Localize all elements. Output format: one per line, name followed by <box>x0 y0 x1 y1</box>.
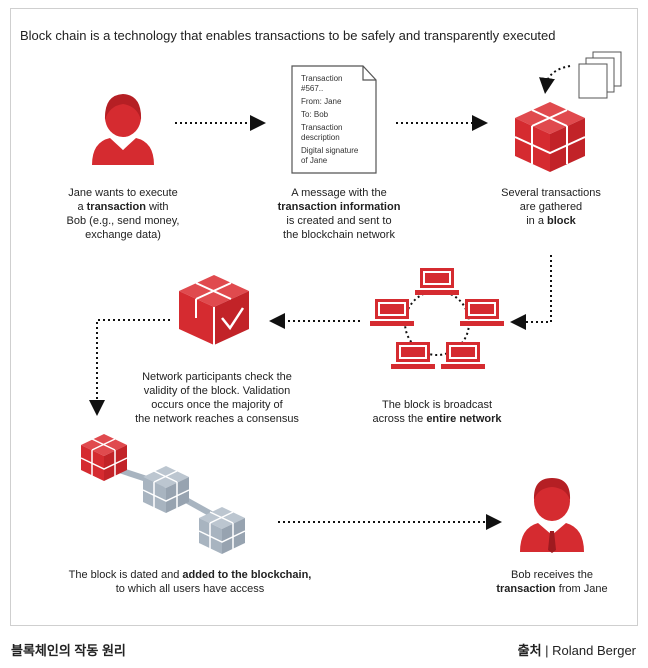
diagram-title: Block chain is a technology that enables… <box>20 28 556 43</box>
step6-caption: The block is dated and added to the bloc… <box>68 569 312 595</box>
step4-caption: The block is broadcast across the entire… <box>372 399 502 425</box>
arrow-validation-to-chain <box>89 319 170 416</box>
footer-source: 출처 | Roland Berger <box>517 643 636 658</box>
doc-line1: Transaction <box>301 74 343 83</box>
footer-caption: 블록체인의 작동 원리 <box>11 643 126 658</box>
block-cube-icon <box>514 102 586 172</box>
step3-caption: Several transactions are gathered in a b… <box>501 187 601 227</box>
papers-stack-icon <box>578 51 622 99</box>
step7-caption: Bob receives the transaction from Jane <box>496 569 608 595</box>
step2-caption: A message with the transaction informati… <box>277 187 401 241</box>
blockchain-chain-icon <box>80 434 246 554</box>
doc-to: To: Bob <box>301 110 329 119</box>
doc-sig2: of Jane <box>301 156 328 165</box>
transaction-document-icon <box>291 65 377 174</box>
step1-caption: Jane wants to execute a transaction with… <box>66 187 180 241</box>
document-text: Transaction#567.. From: Jane To: Bob Tra… <box>301 74 358 169</box>
arrow-papers-to-block <box>539 65 571 94</box>
bob-person-icon <box>520 478 584 553</box>
doc-desc1: Transaction <box>301 123 343 132</box>
validated-block-check-icon <box>179 275 249 345</box>
doc-sig1: Digital signature <box>301 146 359 155</box>
doc-desc2: description <box>301 133 340 142</box>
network-computers-icon <box>370 268 504 369</box>
arrow-block-to-network <box>510 255 552 330</box>
jane-person-icon <box>92 94 154 165</box>
doc-line2: #567.. <box>301 84 324 93</box>
doc-from: From: Jane <box>301 97 342 106</box>
diagram-frame <box>10 8 638 626</box>
step5-caption: Network participants check the validity … <box>135 371 299 425</box>
